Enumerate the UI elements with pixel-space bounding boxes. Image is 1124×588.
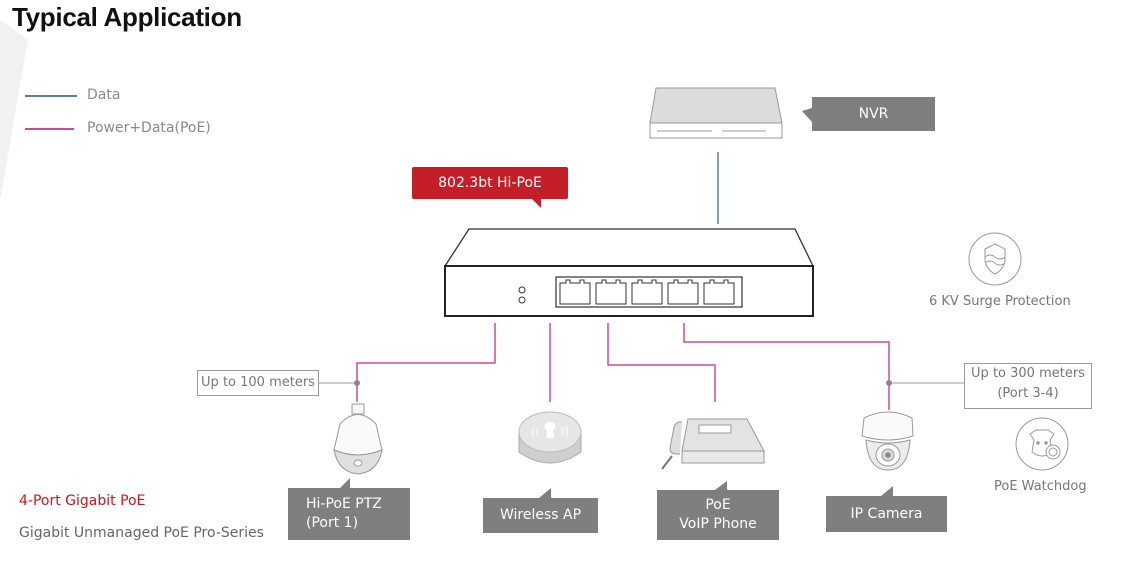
phone-label-line1: PoE — [705, 497, 731, 513]
hi-poe-badge: 802.3bt Hi-PoE — [412, 167, 568, 199]
callout-wireless-ap: Wireless AP — [483, 498, 598, 533]
ptz-label-line2: (Port 1) — [306, 515, 359, 531]
phone-label-line2: VoIP Phone — [679, 516, 757, 532]
note-300m: Up to 300 meters (Port 3-4) — [964, 363, 1092, 409]
nvr-callout: NVR — [812, 97, 935, 131]
poe-links — [356, 323, 890, 410]
poe-switch-icon — [443, 228, 815, 317]
wireless-ap-icon — [518, 411, 582, 464]
page-title: Typical Application — [12, 2, 242, 32]
callout-hi-poe-ptz: Hi-PoE PTZ (Port 1) — [288, 488, 410, 540]
poe-link-phone — [607, 323, 716, 402]
watchdog-icon — [1015, 417, 1069, 471]
note-dot-100m — [354, 380, 360, 386]
legend-poe-label: Power+Data(PoE) — [87, 120, 211, 136]
ethernet-port-icon — [703, 279, 735, 305]
ap-callout-tail — [539, 488, 551, 498]
callout-ip-camera: IP Camera — [826, 496, 947, 532]
ethernet-port-icon — [631, 279, 663, 305]
note-dot-300m — [886, 380, 892, 386]
ptz-callout-tail — [340, 478, 350, 488]
watchdog-label: PoE Watchdog — [994, 479, 1087, 494]
ptz-label-line1: Hi-PoE PTZ — [306, 496, 382, 512]
background-decoration — [0, 20, 28, 200]
nvr-icon — [649, 87, 783, 139]
voip-phone-icon — [661, 418, 765, 470]
ptz-camera-icon — [333, 403, 383, 475]
poe-link-camera — [683, 323, 890, 410]
phone-callout-tail — [715, 481, 727, 490]
ethernet-port-icon — [667, 279, 699, 305]
badge-tail — [532, 199, 541, 208]
ethernet-port-icon — [595, 279, 627, 305]
note-300m-line1: Up to 300 meters — [971, 366, 1085, 381]
camera-callout-tail — [881, 486, 893, 496]
surge-protection-icon — [968, 232, 1022, 286]
ip-camera-icon — [861, 411, 914, 471]
product-series: Gigabit Unmanaged PoE Pro-Series — [19, 525, 264, 541]
ethernet-port-icon — [559, 279, 591, 305]
surge-protection-label: 6 KV Surge Protection — [929, 294, 1071, 309]
note-300m-line2: (Port 3-4) — [997, 386, 1059, 401]
poe-link-ptz — [356, 323, 496, 402]
callout-voip-phone: PoE VoIP Phone — [657, 490, 779, 540]
legend-data-label: Data — [87, 87, 121, 103]
nvr-callout-tail — [802, 108, 812, 122]
product-name: 4-Port Gigabit PoE — [19, 493, 146, 509]
note-100m: Up to 100 meters — [197, 370, 319, 396]
